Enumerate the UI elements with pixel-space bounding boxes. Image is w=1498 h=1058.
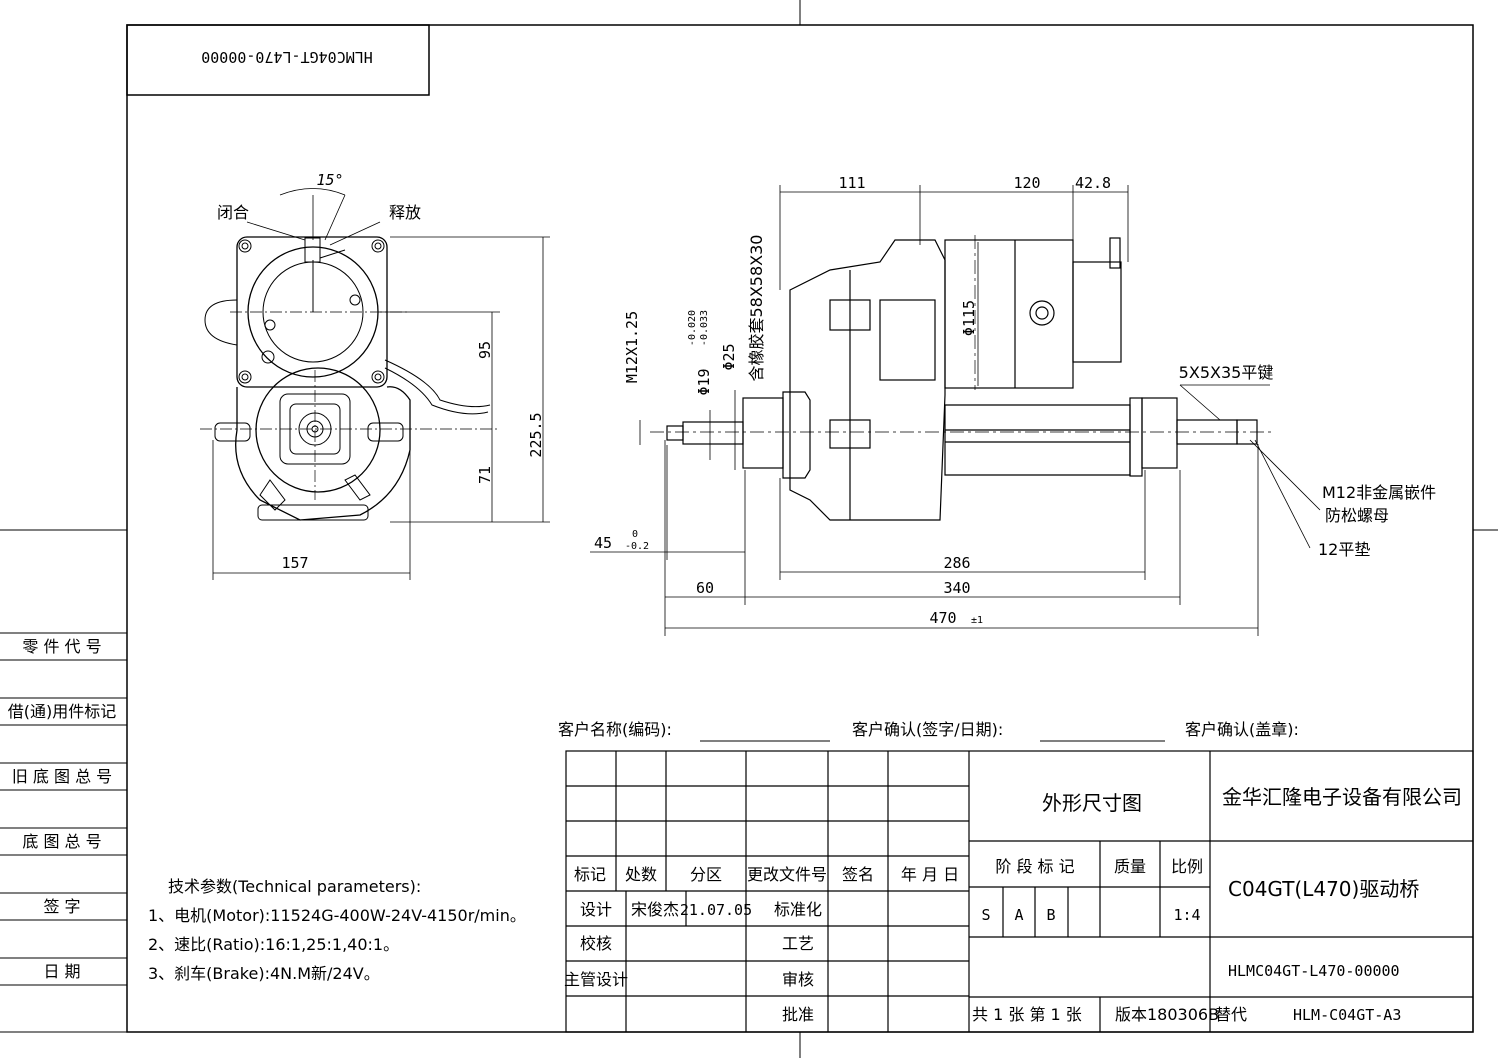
tb-product: C04GT(L470)驱动桥 (1228, 877, 1419, 901)
key-label: 5X5X35平键 (1179, 363, 1274, 382)
close-label: 闭合 (217, 203, 249, 222)
dim-470: 470 (929, 609, 956, 627)
washer-label: 12平垫 (1318, 540, 1370, 559)
side-label-part-code: 零 件 代 号 (22, 637, 101, 656)
tb-hdr-count: 处数 (625, 865, 657, 884)
tb-review: 审核 (782, 970, 814, 989)
dim-42-8: 42.8 (1075, 174, 1111, 192)
side-table: 零 件 代 号 借(通)用件标记 旧 底 图 总 号 底 图 总 号 签 字 日… (0, 632, 127, 986)
tb-hdr-zone: 分区 (690, 865, 722, 884)
side-label-sign: 签 字 (43, 897, 80, 916)
title-block (565, 750, 1474, 1033)
dim-60: 60 (696, 579, 714, 597)
dim-157: 157 (281, 554, 308, 572)
dim-dia-25: Φ25 (720, 343, 738, 370)
tb-manager: 主管设计 (564, 970, 628, 989)
nut-label-1: M12非金属嵌件 (1322, 483, 1436, 502)
tech-line-1: 1、电机(Motor):11524G-400W-24V-4150r/min。 (148, 906, 526, 925)
tech-line-2: 2、速比(Ratio):16:1,25:1,40:1。 (148, 935, 399, 954)
tb-drawing-title: 外形尺寸图 (1042, 791, 1142, 815)
end-view-dims (212, 188, 550, 580)
tb-approve: 批准 (782, 1005, 814, 1024)
stamp-text: HLMC04GT-L470-00000 (201, 48, 373, 66)
tb-scale-header: 比例 (1171, 857, 1203, 876)
dim-45-upper: 0 (632, 529, 638, 540)
tb-designer: 宋俊杰 (631, 900, 679, 919)
tb-stage: 阶 段 标 记 (995, 857, 1074, 876)
dim-225-5: 225.5 (527, 412, 545, 457)
side-label-date: 日 期 (43, 962, 80, 981)
tech-line-3: 3、刹车(Brake):4N.M新/24V。 (148, 964, 380, 983)
dim-thread: M12X1.25 (623, 311, 641, 383)
customer-name-label: 客户名称(编码): (558, 720, 672, 739)
tb-code: HLMC04GT-L470-00000 (1228, 962, 1400, 980)
tech-title: 技术参数(Technical parameters): (168, 877, 421, 896)
release-label: 释放 (389, 203, 421, 222)
dim-111: 111 (838, 174, 865, 192)
tb-design-date: 21.07.05 (680, 901, 752, 919)
tb-format: HLM-C04GT-A3 (1293, 1006, 1401, 1024)
dim-340: 340 (943, 579, 970, 597)
side-view (666, 237, 1258, 521)
customer-sign-label: 客户确认(签字/日期): (852, 720, 1003, 739)
tb-replace: 替代 (1215, 1005, 1247, 1024)
angle-label: 15° (316, 171, 343, 189)
tb-check: 校核 (580, 934, 612, 953)
side-view-dims (590, 185, 1321, 636)
customer-seal-label: 客户确认(盖章): (1185, 720, 1299, 739)
tb-company: 金华汇隆电子设备有限公司 (1222, 785, 1462, 809)
tb-stage-b: B (1046, 906, 1055, 924)
tb-process: 工艺 (782, 934, 814, 953)
tb-sheets: 共 1 张 第 1 张 (972, 1005, 1082, 1024)
side-label-old-base: 旧 底 图 总 号 (12, 767, 112, 786)
tb-stage-s: S (981, 906, 990, 924)
side-label-borrowed: 借(通)用件标记 (8, 702, 117, 721)
dim-286: 286 (943, 554, 970, 572)
tb-hdr-doc: 更改文件号 (747, 865, 827, 884)
dim-45: 45 (594, 534, 612, 552)
dim-45-lower: -0.2 (625, 541, 649, 552)
tb-scale: 1:4 (1173, 906, 1200, 924)
dim-120: 120 (1013, 174, 1040, 192)
title-block-text: 标记 处数 分区 更改文件号 签名 年 月 日 设计 宋俊杰 21.07.05 … (564, 785, 1462, 1024)
tb-mass: 质量 (1114, 857, 1146, 876)
dim-shaft-dia: Φ19 (695, 368, 713, 395)
tb-hdr-date: 年 月 日 (901, 865, 959, 884)
tb-hdr-mark: 标记 (574, 865, 606, 884)
dim-71: 71 (476, 466, 494, 484)
stamp-box: HLMC04GT-L470-00000 (126, 24, 430, 96)
tb-design: 设计 (580, 900, 612, 919)
dim-470-tol: ±1 (971, 615, 983, 626)
dim-dia-115: Φ115 (960, 300, 978, 336)
tol-lower: -0.033 (699, 310, 710, 346)
tb-version: 版本180306B (1115, 1005, 1219, 1024)
dim-95: 95 (476, 341, 494, 359)
boot-label: 含橡胶套58X58X30 (747, 234, 766, 381)
tb-standard: 标准化 (774, 900, 822, 919)
tb-stage-a: A (1014, 906, 1023, 924)
tol-upper: -0.020 (687, 310, 698, 346)
end-view (200, 236, 500, 521)
nut-label-2: 防松螺母 (1325, 506, 1389, 525)
side-label-base: 底 图 总 号 (22, 832, 101, 851)
tb-hdr-sign: 签名 (842, 865, 874, 884)
